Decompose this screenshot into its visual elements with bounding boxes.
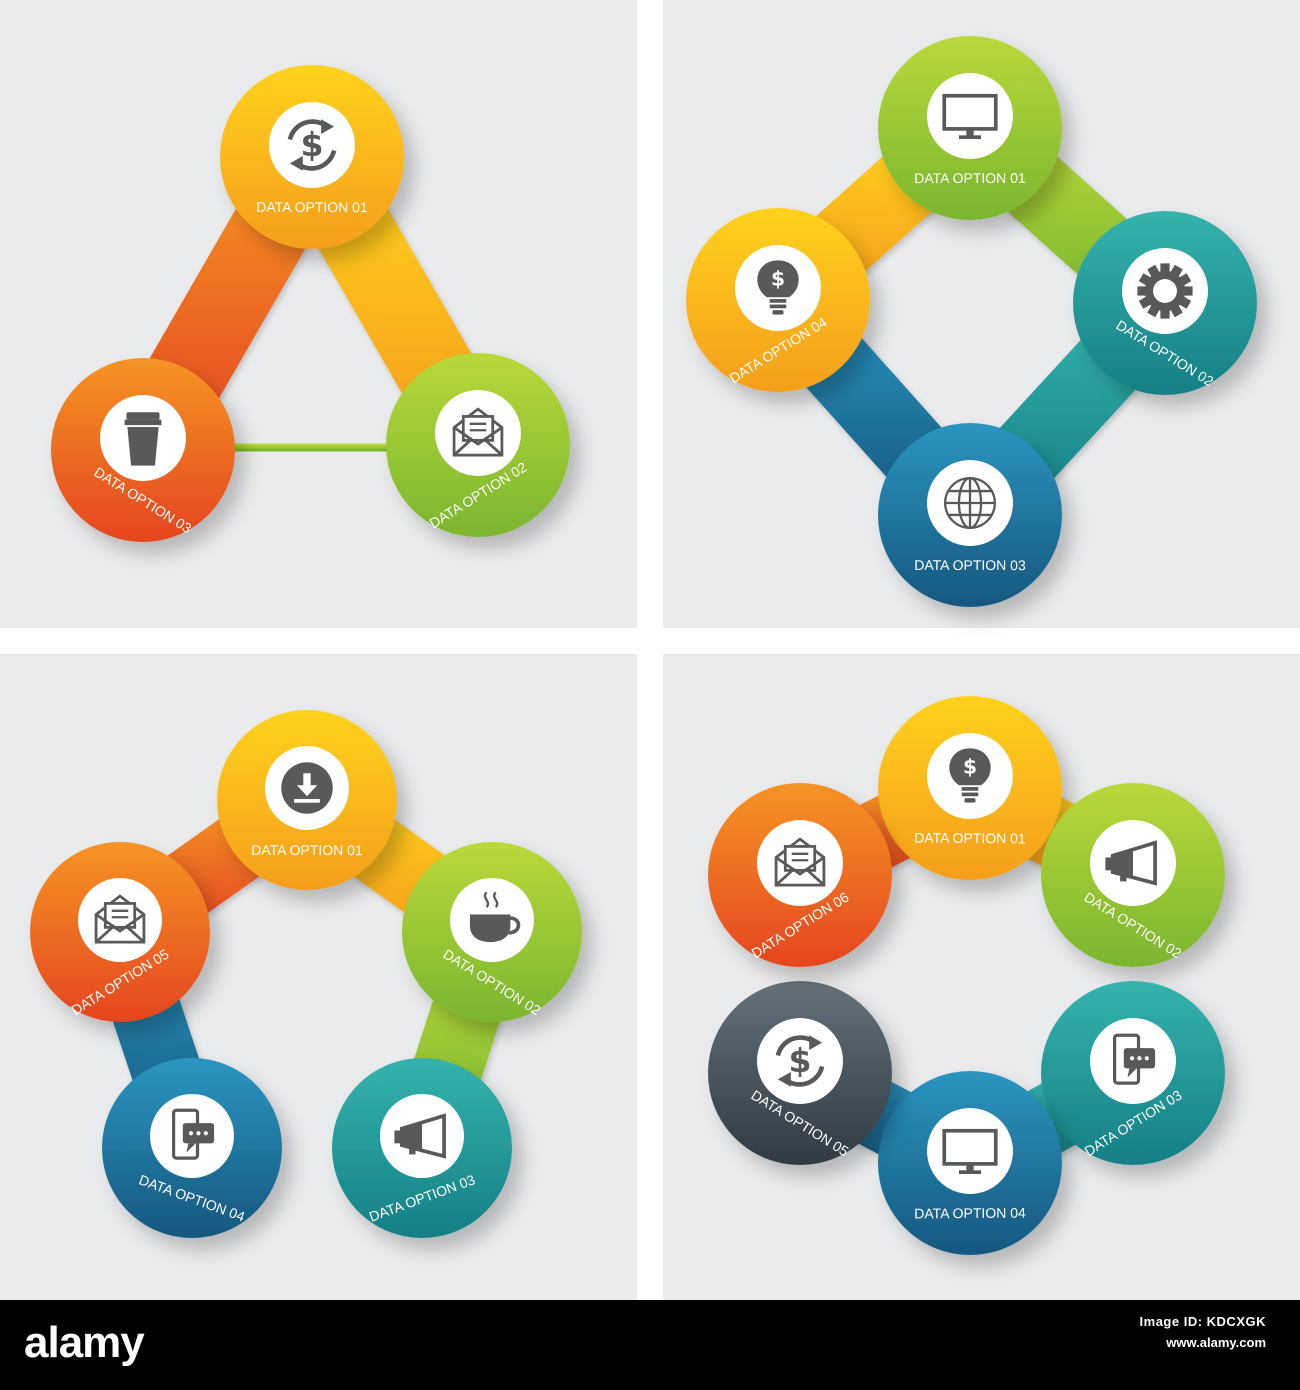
footer-url: www.alamy.com: [1166, 1335, 1266, 1350]
footer-bar: alamy Image ID: KDCXGK www.alamy.com: [0, 1300, 1300, 1390]
gear-icon: [1137, 263, 1193, 319]
diagram-node: DATA OPTION 06: [708, 783, 892, 967]
monitor-icon: [942, 93, 998, 139]
image-id-text: Image ID: KDCXGK: [1139, 1314, 1266, 1329]
megaphone-icon: [1105, 840, 1157, 886]
node-label: DATA OPTION 01: [256, 199, 368, 215]
diagram-node: DATA OPTION 03: [332, 1058, 512, 1238]
coffee-cup-icon: [124, 412, 162, 466]
node-label: DATA OPTION 03: [914, 557, 1026, 573]
diagram-node: DATA OPTION 03: [1041, 981, 1225, 1165]
diagram-node: DATA OPTION 04: [102, 1058, 282, 1238]
coffee-mug-icon: [469, 891, 521, 943]
diagram-node: DATA OPTION 01: [878, 36, 1062, 220]
megaphone-icon: [394, 1113, 446, 1159]
diagram-node: DATA OPTION 02: [402, 842, 582, 1022]
phone-chat-icon: [1112, 1033, 1156, 1085]
diagram-node: DATA OPTION 03: [878, 423, 1062, 607]
diagram-node: DATA OPTION 02: [386, 353, 570, 537]
footer-meta: Image ID: KDCXGK www.alamy.com: [1140, 1314, 1266, 1350]
download-icon: [281, 762, 333, 814]
diagram-triangle: $ DATA OPTION 01 DATA OPTION 02 DATA OPTION…: [51, 65, 570, 542]
lightbulb-dollar-icon: $: [757, 260, 799, 315]
diagram-node: $DATA OPTION 05: [708, 981, 892, 1165]
node-label: DATA OPTION 01: [914, 170, 1026, 186]
svg-text:$: $: [788, 1041, 811, 1080]
svg-text:$: $: [771, 266, 785, 290]
dollar-cycle-icon: $: [775, 1035, 825, 1087]
diagram-square: DATA OPTION 01 DATA OPTION 02 DATA OPTION …: [686, 36, 1257, 607]
diagram-node: $ DATA OPTION 01: [220, 65, 404, 249]
diagram-node: $DATA OPTION 04: [686, 208, 870, 392]
node-icon-disc: [927, 73, 1013, 159]
globe-icon: [944, 477, 996, 529]
diagram-node: DATA OPTION 04: [878, 1071, 1062, 1255]
diagram-pentagon: DATA OPTION 01 DATA OPTION 02 DATA OPTION …: [30, 710, 582, 1238]
lightbulb-dollar-icon: $: [949, 748, 991, 803]
diagram-node: DATA OPTION 05: [30, 842, 210, 1022]
node-label: DATA OPTION 04: [914, 1205, 1026, 1222]
node-label: DATA OPTION 01: [914, 830, 1026, 847]
open-envelope-icon: [774, 837, 826, 887]
diagram-node: $ DATA OPTION 01: [878, 696, 1062, 880]
monitor-icon: [942, 1128, 998, 1174]
svg-text:$: $: [963, 754, 977, 778]
node-icon-disc: [269, 102, 355, 188]
svg-text:$: $: [300, 125, 323, 164]
phone-chat-icon: [171, 1108, 215, 1160]
open-envelope-icon: [452, 407, 504, 457]
open-envelope-icon: [94, 894, 146, 944]
node-icon-disc: [757, 1018, 843, 1104]
node-icon-disc: [927, 1108, 1013, 1194]
dollar-cycle-icon: $: [287, 119, 337, 171]
diagram-node: DATA OPTION 02: [1041, 783, 1225, 967]
diagram-node: DATA OPTION 02: [1073, 211, 1257, 395]
diagram-node: DATA OPTION 03: [51, 358, 235, 542]
node-label: DATA OPTION 01: [251, 842, 363, 858]
footer-logo: alamy: [24, 1318, 145, 1367]
diagram-node: DATA OPTION 01: [217, 710, 397, 890]
